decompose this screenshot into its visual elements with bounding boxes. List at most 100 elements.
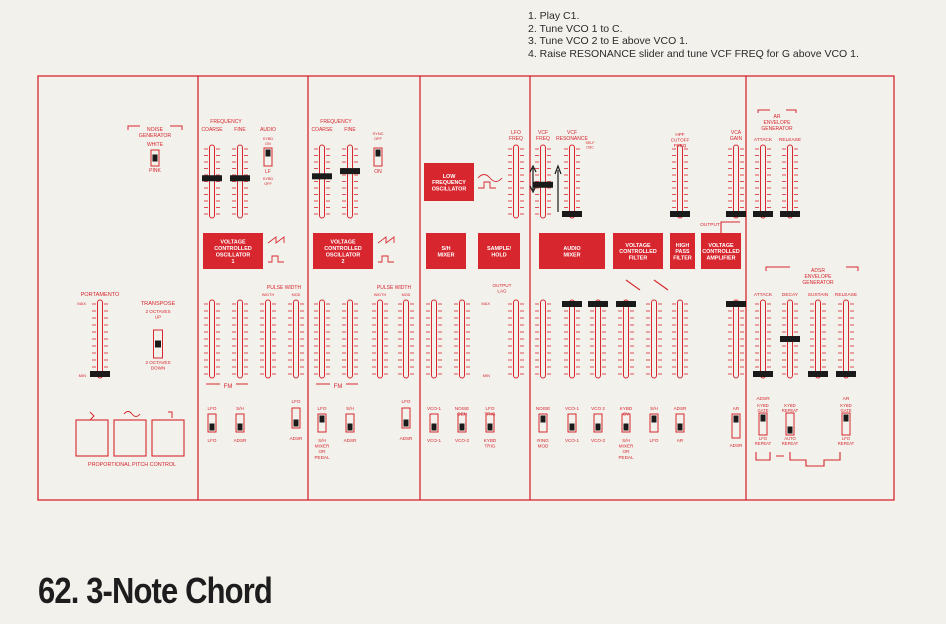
sh-trig-switch [485,413,495,433]
sh-noise-switch-bot-label: VCO-2 [455,438,469,443]
vco2-waveform-icon [377,236,395,263]
ar-attack-slider-knob [753,211,773,217]
adsr-label: ADSR [756,396,770,402]
sh-mixer-block [426,233,466,269]
kybd-gate-label: GATE [757,408,768,413]
mix-noise-slider-track [540,299,546,379]
vco2-pwm-top-label: LFO [402,399,411,404]
label-group: NOISEGENERATORWHITEPINKPORTAMENTOMAXMINT… [77,114,857,468]
vco1-block-label: CONTROLLED [214,246,252,252]
self-osc-label: OSC [586,146,594,150]
hpf-block-label: FILTER [673,256,692,262]
lfo-freq-label: FREQ [509,136,523,142]
adsr-trig-switch [758,412,768,436]
sh-noise-switch-top-label: NOISE [455,406,469,411]
vco1-fm2-switch-bot-label: ADSR [234,438,247,443]
attack-label: ATTACK [754,292,773,298]
sh-vco1-switch-top-label: VCO-1 [427,406,441,411]
max-label: MAX [481,301,490,306]
fine2-slider-track [347,144,353,219]
sync-off-label: SYNC [372,131,383,136]
sh-trig-switch-top-label: TRIG [485,412,496,417]
sh-noise-switch [457,413,467,433]
vcf-res-label: VCF [567,130,577,136]
vcf-kybd-switch-bot-label: MIXER [619,444,634,449]
vca-block-label: AMPLIFIER [706,256,735,262]
vcf-freq-slider-track [540,144,546,219]
coarse-label: COARSE [201,127,223,133]
sync-switch [373,147,383,167]
vca-ar-label: AR [733,406,740,411]
decay-label: DECAY [782,292,799,298]
vco2-fm1-slider-track [319,299,325,379]
chevron-right-icon [89,411,95,421]
auto-repeat-label: AUTO [784,436,796,441]
sh-vco1-switch-lever [431,423,437,431]
fm-label: FM [334,384,343,390]
adsr-attack-slider-track [760,299,766,379]
sh-trig-switch-lever [487,423,493,431]
gate-wire [755,452,841,467]
output-lag-label: LAG [497,289,507,294]
vcf-sh-slider-track [651,299,657,379]
mix-noise-switch-bot-label: MOD [538,444,549,449]
vco1-fm1-switch-lever [209,423,215,431]
kybd-repeat-label: KYBD [784,403,795,408]
transpose-label: TRANSPOSE [141,301,176,307]
white-label: WHITE [147,142,164,148]
vcf-kybd-slider-track [623,299,629,379]
noise-color-switch [150,149,160,167]
lf-label: LF [265,169,271,175]
lfo-block-label: OSCILLATOR [432,187,467,193]
kybd-off-label: OFF [264,182,272,186]
sh-vco1-slider-track [431,299,437,379]
wave-icon [123,411,141,417]
ar-trig-switch [841,412,851,436]
vco2-width-slider-track [377,299,383,379]
instruction-step: 4. Raise RESONANCE slider and tune VCF F… [528,47,859,60]
page-title: 62. 3-Note Chord [38,570,273,611]
mix-vco1-switch-lever [569,423,575,431]
hpf-cutoff-label: CUTOFF [671,138,690,143]
vca-gain-slider-track [733,144,739,219]
sh-trig-switch-top-label: LFO [486,406,495,411]
output-wire [720,221,740,233]
vco1-range-switch-lever [265,149,271,157]
auto-repeat-label: REPEAT [782,441,799,446]
vco1-fm2-switch-top-label: S/H [236,406,244,411]
adsr-sustain-slider-knob [808,371,828,377]
vco2-pwm-bot-label: ADSR [400,436,413,441]
repeat-switch [785,412,795,436]
frequency-label: FREQUENCY [210,119,242,125]
transpose-switch-lever [155,340,161,348]
vca-block-label: CONTROLLED [702,249,740,255]
mix-vco2-switch-top-label: VCO 2 [591,406,605,411]
vca-mod-slider-track [733,299,739,379]
vco2-block [313,233,373,269]
oct-up-label: UP [155,315,161,320]
vco2-fm2-switch-lever [347,423,353,431]
ar-label: AR [843,396,850,402]
vcf-block [613,233,663,269]
mix-vco1-slider-knob [562,301,582,307]
kybd-on-label: KYBD [263,137,274,141]
vco2-fm1-switch-bot-label: MIXER [315,444,330,449]
sample-hold-block [478,233,520,269]
sh-vco1-switch [429,413,439,433]
lfo-freq-slider-track [513,144,519,219]
vco1-pwm-switch-lever [293,419,299,427]
min-label: MIN [79,373,86,378]
max-label: MAX [77,301,86,306]
lfo-block-label: FREQUENCY [432,180,466,186]
vca-block-label: VOLTAGE [708,243,734,249]
vco1-pwm-bot-label: ADSR [290,436,303,441]
lfo-freq-label: LFO [511,130,521,136]
fine-label: FINE [344,127,356,133]
vco2-fm1-switch-bot-label: S/H [318,438,326,443]
coarse1-slider-track [209,144,215,219]
portamento-slider-track [97,299,103,379]
ar-trig-switch-lever [843,414,849,422]
vcf-kybd-switch-lever [623,423,629,431]
mix-vco2-switch [593,413,603,433]
bracket [765,266,859,271]
